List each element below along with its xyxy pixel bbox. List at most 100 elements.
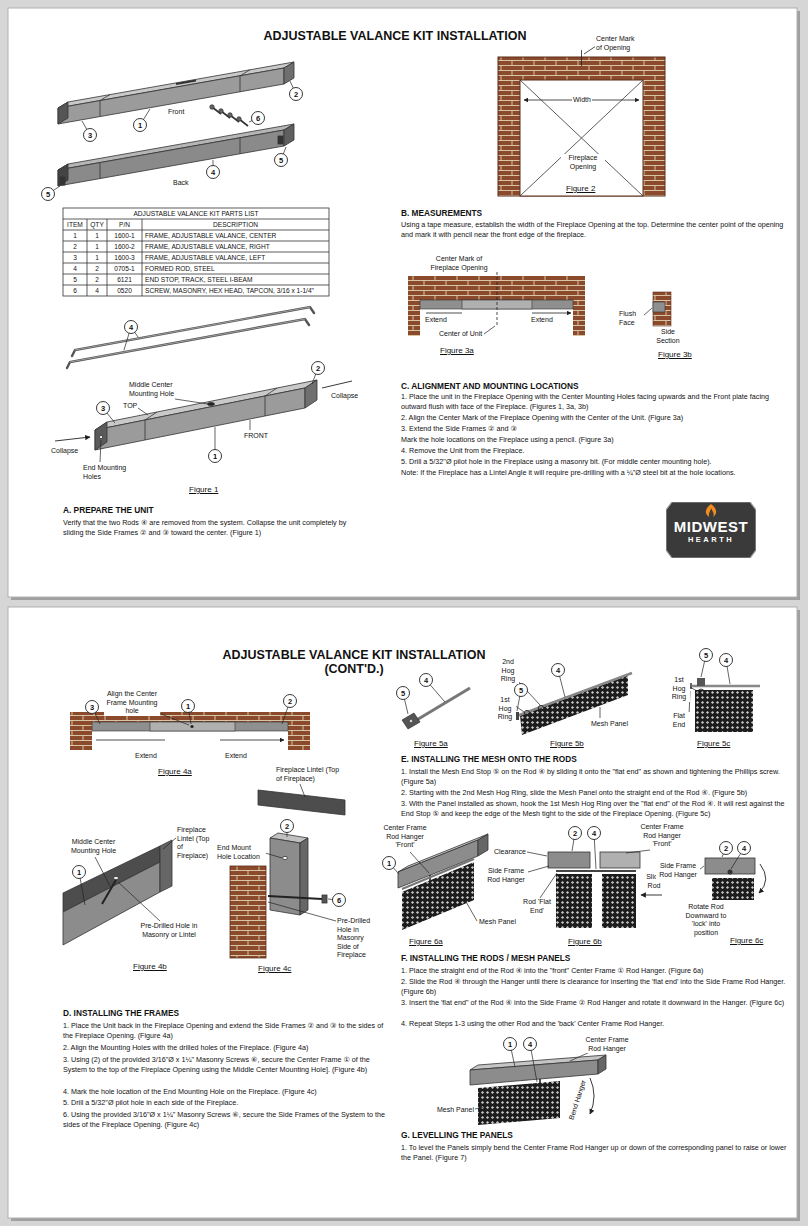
side-mount-figure	[262, 784, 339, 921]
figure-label: TOP	[122, 402, 138, 411]
side-mount-figure	[300, 838, 308, 915]
callout-circle	[504, 1038, 517, 1051]
levelling-figure	[590, 1078, 594, 1114]
rod-slide-figure	[602, 874, 636, 928]
fireplace-opening-figure	[498, 46, 665, 196]
side-mount-figure	[268, 896, 322, 899]
callout-number: 3	[88, 131, 92, 140]
figure-caption: Figure 4b	[133, 962, 167, 972]
figure-label: Side Frame Rod Hanger	[484, 867, 528, 884]
instruction-text: 1. To level the Panels simply bend the C…	[401, 1143, 793, 1163]
figure-caption: Figure 5a	[414, 739, 448, 749]
formed-rods	[67, 307, 314, 368]
formed-rods	[67, 319, 309, 368]
logo-wordmark: MIDWEST	[674, 519, 748, 535]
valance-back-view	[100, 138, 240, 179]
figure-label: Middle Center Mounting Hole	[128, 381, 190, 398]
valance-back-view	[58, 130, 284, 186]
valance-unit-figure	[208, 402, 215, 405]
figure-label: Width	[572, 96, 592, 105]
instruction-text: 4. Remove the Unit from the Fireplace.	[401, 446, 793, 456]
mesh-panel-figure	[538, 705, 543, 710]
callout-number: 1	[186, 702, 190, 711]
frame-placement-figure	[150, 722, 235, 731]
side-section-figure	[653, 302, 665, 312]
figure-caption: Figure 4c	[258, 964, 291, 974]
valance-back-view	[58, 124, 294, 186]
figure-label: Front	[167, 108, 185, 117]
valance-front-view	[58, 62, 294, 124]
table-cell: 6121	[107, 274, 142, 285]
instruction-text: 5. Drill a 5/32"Ø pilot hole in each sid…	[63, 1098, 393, 1108]
side-mount-figure	[230, 866, 266, 958]
instruction-text: 3. Insert the 'flat end" of the Rod ④ in…	[401, 998, 793, 1008]
table-cell: 4	[63, 263, 87, 274]
table-cell: 5	[63, 274, 87, 285]
valance-front-view	[58, 68, 284, 124]
figure-label: Pre-Drilled Hole in Masonry Side of Fire…	[336, 917, 380, 960]
center-mark-figure	[573, 300, 585, 336]
rod-slide-figure	[548, 852, 590, 868]
instruction-text: 2. Align the Center Mark of the Fireplac…	[401, 413, 793, 423]
callout-number: 5	[279, 156, 283, 165]
center-mark-figure	[484, 326, 495, 334]
side-section-figure	[653, 292, 671, 326]
levelling-figure	[478, 1081, 560, 1125]
valance-back-view	[58, 164, 68, 186]
figure-label: Middle Center Mounting Hole	[65, 838, 122, 855]
mesh-panel-figure	[520, 675, 628, 735]
table-cell: 2	[87, 263, 107, 274]
table-cell: 2	[87, 274, 107, 285]
center-mark-figure	[497, 272, 498, 326]
callout-circle	[420, 674, 433, 687]
table-cell: 1	[87, 230, 107, 241]
callout-circle	[588, 827, 601, 840]
section-heading: A. PREPARE THE UNIT	[63, 505, 154, 515]
frame-placement-figure	[190, 725, 193, 728]
callout-number: 5	[704, 651, 708, 660]
callout-number: 1	[213, 452, 217, 461]
figure-label: Center of Unit	[438, 330, 483, 339]
section-heading: B. MEASUREMENTS	[401, 208, 482, 218]
figure-label: FRONT	[243, 432, 269, 441]
leader-line	[48, 81, 296, 194]
center-mark-figure	[408, 276, 585, 300]
rod-slide-figure	[556, 870, 636, 872]
section-heading: E. INSTALLING THE MESH ONTO THE RODS	[401, 754, 577, 764]
fireplace-opening-figure	[520, 80, 643, 196]
callout-circle	[312, 362, 325, 375]
figure-label: 2nd Hog Ring	[497, 658, 519, 684]
fireplace-opening-figure	[582, 46, 597, 66]
figure-label: Mesh Panel	[478, 918, 517, 927]
valance-back-view	[284, 124, 294, 146]
figure-label: Extend	[134, 752, 158, 761]
parts-table	[63, 219, 329, 296]
side-mount-figure	[322, 895, 327, 903]
page-title: (CONT'D.)	[324, 662, 383, 677]
callout-circle	[86, 701, 99, 714]
callout-circle	[397, 687, 410, 700]
levelling-figure	[539, 1079, 541, 1088]
callout-circle	[134, 119, 147, 132]
table-cell: FRAME, ADJUSTABLE VALANCE, LEFT	[145, 252, 329, 263]
callout-circle	[738, 842, 751, 855]
hog-ring-figure	[697, 678, 705, 686]
section-heading: D. INSTALLING THE FRAMES	[63, 1008, 179, 1018]
frame-placement-figure	[288, 722, 310, 750]
callout-number: 6	[337, 896, 341, 905]
callout-circle	[720, 842, 733, 855]
page-title: ADJUSTABLE VALANCE KIT INSTALLATION	[223, 648, 486, 663]
callout-number: 5	[401, 689, 405, 698]
figure-caption: Figure 1	[189, 485, 218, 495]
rod-hanger-front-figure	[478, 834, 488, 856]
instruction-text: 1. Place the unit in the Fireplace Openi…	[401, 392, 793, 412]
instruction-text: 1. Place the Unit back in the Fireplace …	[63, 1021, 393, 1041]
figure-label: Extend	[424, 316, 448, 325]
table-cell: ITEM	[63, 219, 87, 230]
figure-label: Center Frame Rod Hanger	[582, 1036, 632, 1053]
hog-ring-figure	[695, 690, 753, 732]
side-mount-figure	[283, 856, 288, 859]
callout-circle	[569, 827, 582, 840]
figure-label: Align the Center Frame Mounting hole	[104, 690, 160, 716]
